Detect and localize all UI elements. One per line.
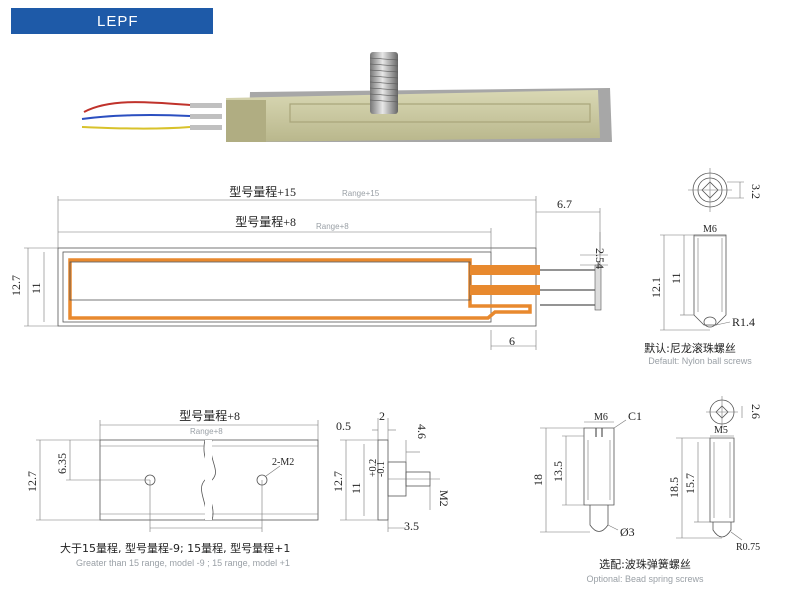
spring-dim-R0-75: R0.75 xyxy=(736,542,760,553)
side-dim-plus: +0.2 xyxy=(368,459,379,477)
nylon-dim-11: 11 xyxy=(669,272,683,284)
sensor-board xyxy=(226,90,600,142)
spring-dim-18: 18 xyxy=(531,474,545,486)
side-dim-11: 11 xyxy=(349,482,363,494)
blue-wire xyxy=(81,114,191,120)
screw-thread xyxy=(369,57,399,103)
spring-dim-13-5: 13.5 xyxy=(551,461,565,482)
side-dim-2: 2 xyxy=(379,409,385,423)
spring-dim-2-6: 2.6 xyxy=(749,404,763,419)
label-range8: 型号量程+8 xyxy=(235,214,296,229)
nylon-dim-M6: M6 xyxy=(703,224,717,235)
bottom-view-drawing xyxy=(36,420,319,532)
nylon-screw-drawing xyxy=(660,168,744,331)
label-range8-sub: Range+8 xyxy=(316,222,349,231)
side-dim-3-5: 3.5 xyxy=(404,519,419,533)
bottom-note-sub: Greater than 15 range, model -9 ; 15 ran… xyxy=(76,558,290,568)
spring-dim-M6: M6 xyxy=(594,412,608,423)
title-label: LEPF xyxy=(97,12,139,30)
yellow-wire xyxy=(81,126,191,130)
red-wire xyxy=(83,101,191,113)
spring-dim-15-7: 15.7 xyxy=(683,473,697,494)
nylon-dim-12-1: 12.1 xyxy=(649,277,663,298)
dim-2-54: 2.54 xyxy=(593,248,607,269)
nylon-caption-sub: Default: Nylon ball screws xyxy=(648,356,752,366)
side-view-drawing xyxy=(340,418,440,532)
bottom-dim-12-7: 12.7 xyxy=(25,471,39,492)
bottom-dim-2M2: 2-M2 xyxy=(272,457,294,468)
label-range15: 型号量程+15 xyxy=(229,184,296,199)
side-dim-0-5: 0.5 xyxy=(336,419,351,433)
spring-screw-drawing xyxy=(540,396,743,541)
bottom-note: 大于15量程, 型号量程-9; 15量程, 型号量程+1 xyxy=(60,541,290,555)
spring-dim-C1: C1 xyxy=(628,409,642,423)
bottom-label-range8-sub: Range+8 xyxy=(190,427,223,436)
sensor-area xyxy=(289,103,591,123)
bottom-dim-6-35: 6.35 xyxy=(55,453,69,474)
nylon-dim-R1-4: R1.4 xyxy=(732,315,755,329)
nylon-dim-3-2: 3.2 xyxy=(749,184,763,199)
dim-6: 6 xyxy=(509,334,515,348)
dim-11-top: 11 xyxy=(29,282,43,294)
side-dim-12-7: 12.7 xyxy=(331,471,345,492)
nylon-caption: 默认:尼龙滚珠螺丝 xyxy=(644,341,736,355)
copper-trace xyxy=(68,258,532,320)
side-dim-minus: -0.1 xyxy=(376,461,387,477)
dim-12-7-top: 12.7 xyxy=(9,275,23,296)
product-photo xyxy=(81,52,612,142)
spring-dim-phi3: Ø3 xyxy=(620,525,635,539)
title-tab: LEPF xyxy=(11,8,213,34)
pin-pad-1 xyxy=(470,265,540,275)
connector-tab xyxy=(226,100,266,142)
spring-dim-M5: M5 xyxy=(714,425,728,436)
pin-pad-2 xyxy=(470,285,540,295)
dim-6-7: 6.7 xyxy=(557,197,572,211)
top-view-drawing xyxy=(24,196,608,350)
bottom-label-range8: 型号量程+8 xyxy=(179,408,240,423)
spring-caption-sub: Optional: Bead spring screws xyxy=(586,574,704,584)
side-dim-4-6: 4.6 xyxy=(415,424,429,439)
spring-caption: 选配:波珠弹簧螺丝 xyxy=(599,557,691,571)
side-dim-M2: M2 xyxy=(437,490,451,507)
spring-dim-18-5: 18.5 xyxy=(667,477,681,498)
label-range15-sub: Range+15 xyxy=(342,189,380,198)
